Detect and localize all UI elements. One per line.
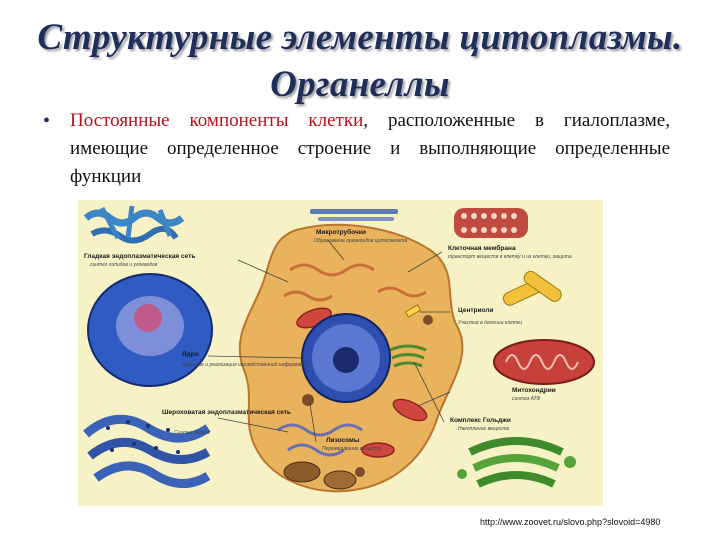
label-lysosomes: Лизосомы (326, 437, 360, 444)
label-membrane-sub: транспорт веществ в клетку и из клетки, … (448, 254, 572, 260)
label-membrane: Клеточная мембрана (448, 244, 516, 252)
label-golgi-sub: Накопление веществ (458, 426, 510, 432)
mitochondria-image (493, 339, 595, 385)
label-lysosomes-sub: Переваривание веществ (322, 446, 382, 452)
highlight-text: Постоянные компоненты клетки (70, 110, 364, 131)
membrane-image (454, 208, 528, 238)
label-rough-er: Шероховатая эндоплазматическая сеть (162, 409, 291, 416)
golgi-image (457, 437, 576, 488)
label-nucleus-sub: хранение и реализация наследственной инф… (181, 361, 309, 368)
nucleus-image (87, 273, 213, 387)
label-smooth-er: Гладкая эндоплазматическая сеть (84, 253, 195, 260)
label-centrioles: Центриоли (458, 307, 493, 314)
label-golgi: Комплекс Гольджи (450, 417, 511, 424)
label-nucleus: Ядро (182, 351, 199, 358)
label-centrioles-sub: Участие в делении клетки (458, 320, 522, 326)
label-smooth-er-sub: синтез липидов и углеводов (90, 262, 158, 268)
label-mitochondria: Митохондрии (512, 387, 556, 394)
smooth-er-image (83, 205, 185, 244)
cell-diagram: Гладкая эндоплазматическая сеть синтез л… (78, 200, 603, 506)
bullet-icon: • (43, 110, 51, 132)
rough-er-image (83, 414, 211, 488)
label-mitochondria-sub: синтез АТФ (512, 396, 540, 402)
source-link[interactable]: http://www.zoovet.ru/slovo.php?slovoid=4… (480, 517, 661, 527)
microtubules-image (310, 209, 398, 221)
label-microtubules-sub: Образование органоидов цитоскелета (314, 238, 407, 244)
lysosomes-image (283, 461, 357, 490)
slide-title-line2: Органеллы (270, 64, 450, 105)
bullet-text: Постоянные компоненты клетки, расположен… (70, 107, 670, 191)
leader-lines (207, 239, 451, 443)
centrioles-image (502, 270, 562, 306)
label-rough-er-sub: Синтез белков (174, 430, 210, 436)
slide-title-line1: Структурные элементы цитоплазмы. (37, 17, 683, 58)
label-microtubules: Микротрубочки (316, 228, 366, 236)
body-text: , расположенные в гиалоплазме, имеющие о… (70, 110, 670, 187)
animal-cell (238, 223, 464, 493)
